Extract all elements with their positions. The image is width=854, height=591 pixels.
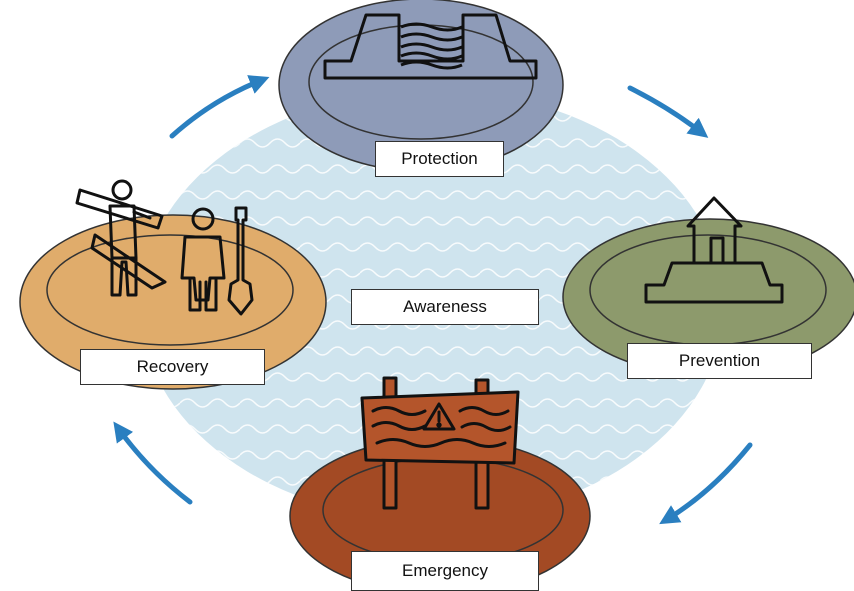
center-label-awareness: Awareness	[351, 289, 539, 325]
flood-barrier-icon	[323, 13, 538, 80]
arrow-emergency-to-recovery	[113, 421, 193, 505]
island-recovery	[19, 214, 327, 390]
stage-label-prevention: Prevention	[627, 343, 812, 379]
stage-label-recovery: Recovery	[80, 349, 265, 385]
cycle-arrows	[113, 75, 753, 525]
raised-house-icon	[644, 196, 784, 304]
arrow-recovery-to-protection	[169, 75, 270, 139]
stage-label-protection: Protection	[375, 141, 504, 177]
flood-warning-sign-icon	[360, 376, 520, 510]
arrow-protection-to-prevention	[627, 85, 709, 138]
arrow-prevention-to-emergency	[659, 442, 753, 525]
workers-rebuilding-icon	[75, 179, 254, 316]
stage-label-emergency: Emergency	[351, 551, 539, 591]
